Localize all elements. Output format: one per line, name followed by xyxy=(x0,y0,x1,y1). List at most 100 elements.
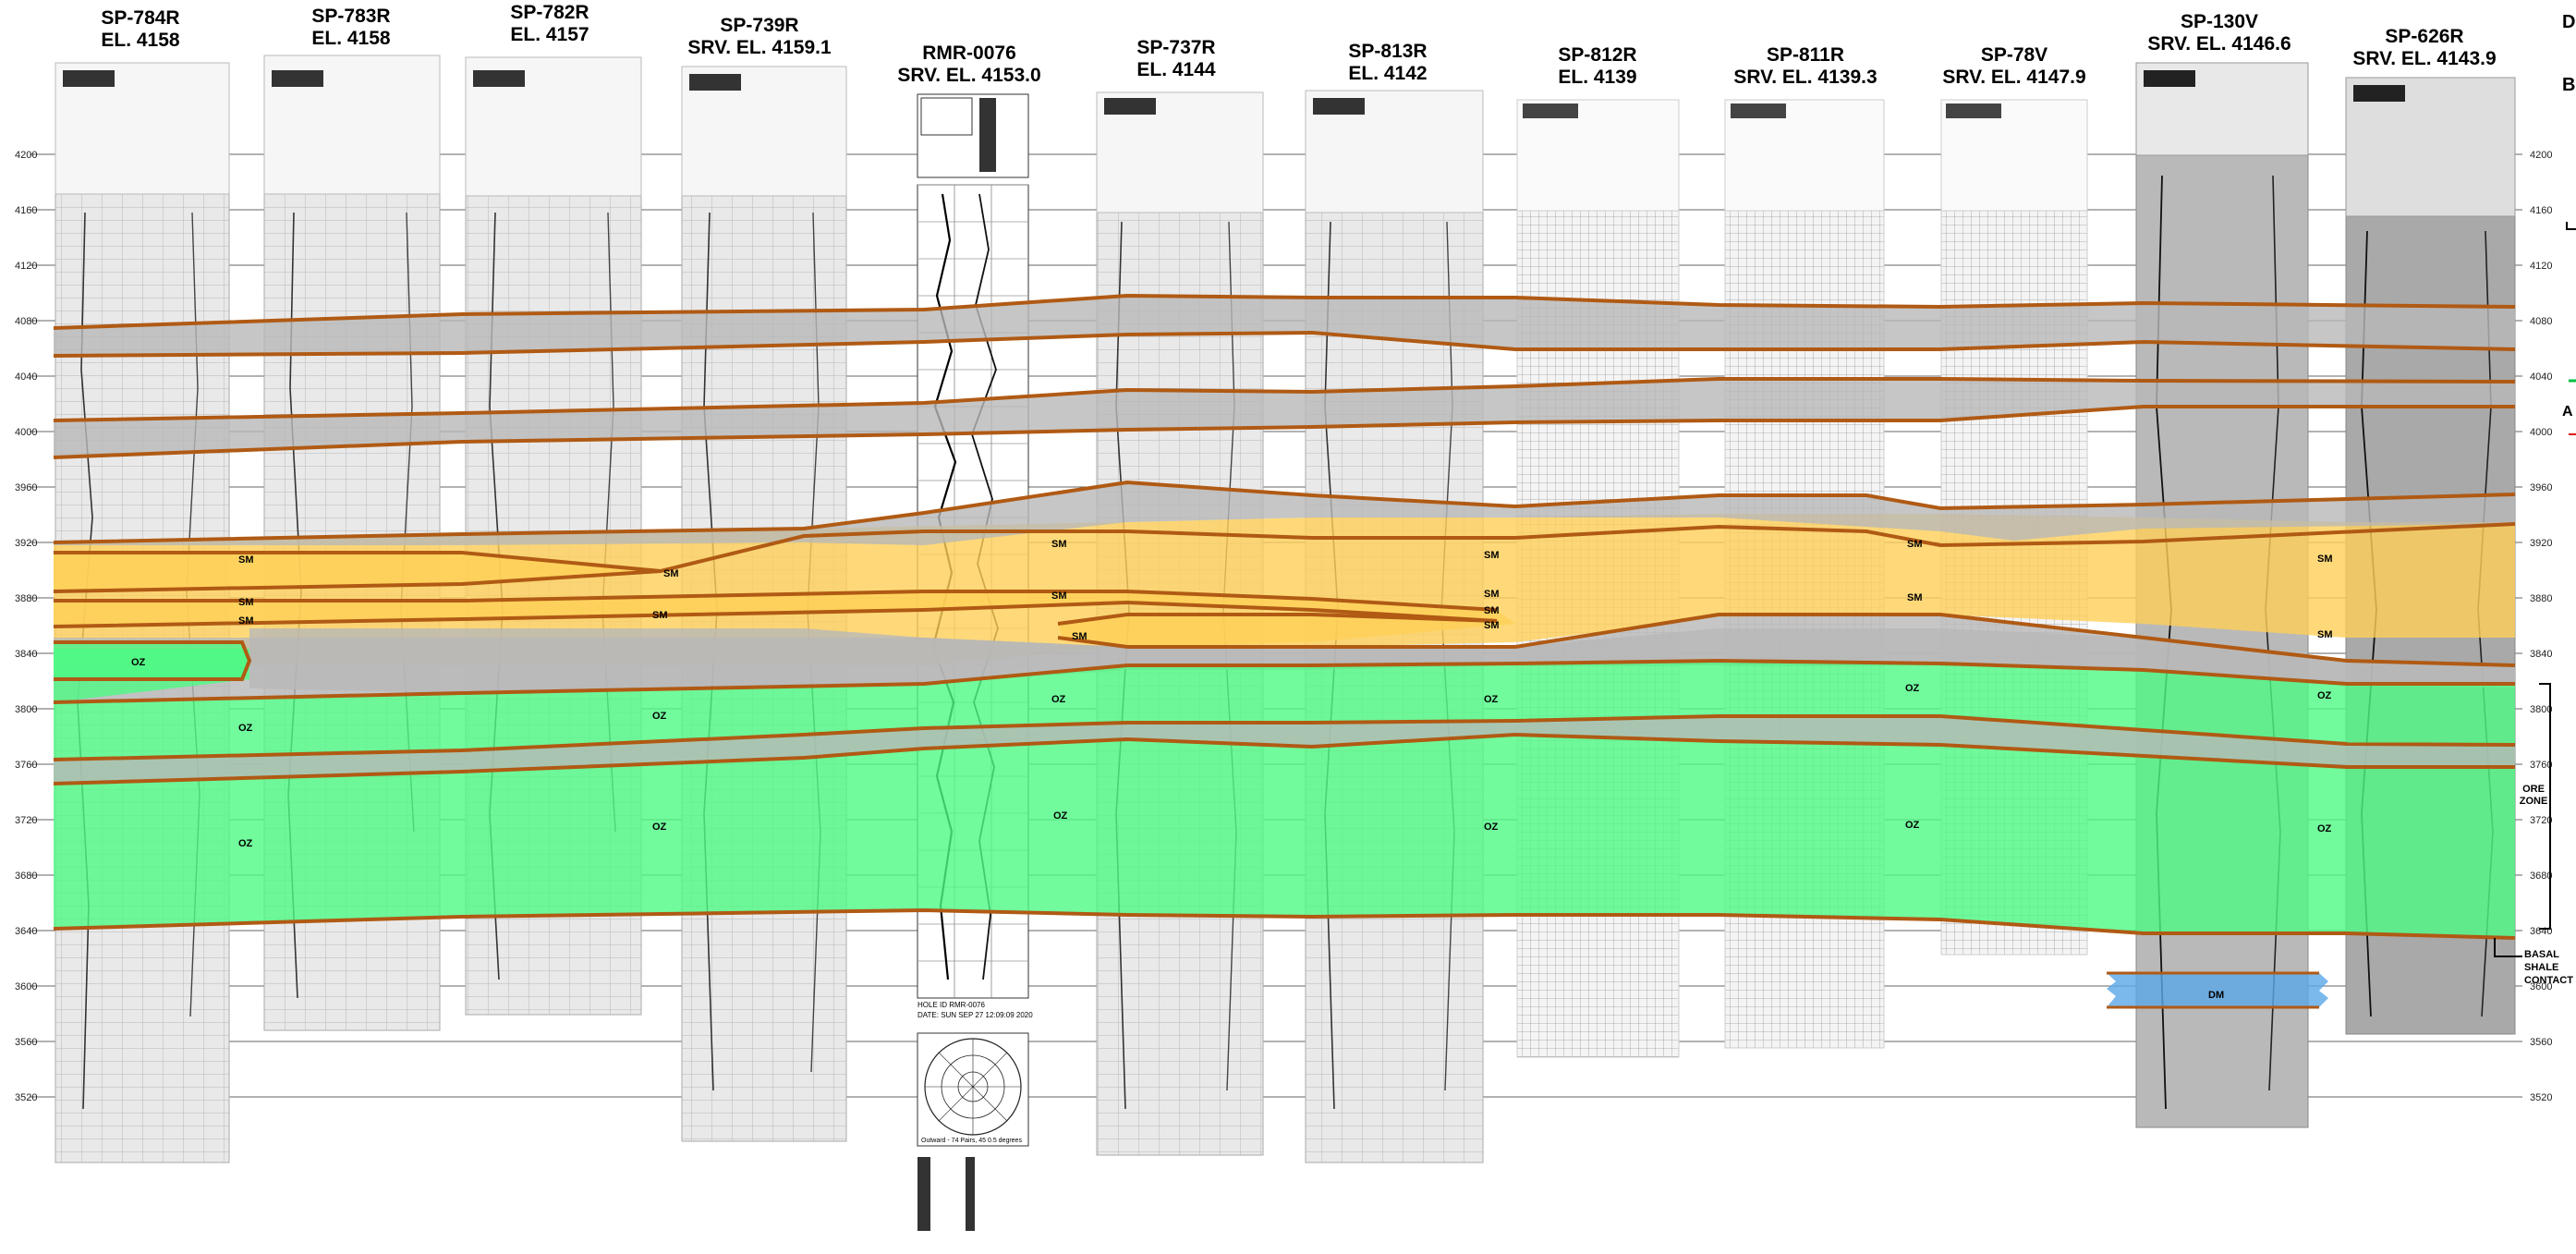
basal-label-line2: SHALE xyxy=(2524,962,2558,973)
zone-label-sm: SM xyxy=(1051,590,1067,602)
annotations: ORE ZONE BASAL SHALE CONTACT D B A xyxy=(2494,12,2576,986)
well-name: SP-812R xyxy=(1558,44,1636,66)
elevation-label: 3600 xyxy=(2530,981,2552,992)
elevation-label: 4200 xyxy=(15,150,37,161)
zone-labels: SM SM SM SM SM SM SM SM SM SM SM SM SM S… xyxy=(131,539,2333,1001)
sand-unit xyxy=(54,514,2515,665)
stratigraphic-units xyxy=(54,296,2515,1007)
well-name: SP-783R xyxy=(311,6,390,27)
elevation-label: 3840 xyxy=(15,649,37,660)
shale-band xyxy=(54,482,2515,545)
elevation-label: 3840 xyxy=(2530,649,2552,660)
zone-label-sm: SM xyxy=(1051,539,1067,550)
elevation-label: 4200 xyxy=(2530,150,2552,161)
ore-zone-bracket xyxy=(2539,683,2551,930)
elevation-label: 4160 xyxy=(2530,205,2552,216)
zone-label-oz: OZ xyxy=(2317,690,2332,701)
elevation-label: 3760 xyxy=(15,760,37,771)
zone-label-sm: SM xyxy=(1072,631,1088,642)
ore-zone-label-line2: ZONE xyxy=(2520,796,2548,807)
well-name: SP-784R xyxy=(101,7,179,29)
elevation-label: 3520 xyxy=(2530,1092,2552,1103)
elevation-label: 3640 xyxy=(2530,926,2552,937)
dolomite-unit xyxy=(2107,973,2328,1007)
zone-label-sm: SM xyxy=(1484,589,1500,600)
zone-label-oz: OZ xyxy=(238,838,253,849)
zone-label-sm: SM xyxy=(2317,554,2333,565)
well-name: SP-813R xyxy=(1348,41,1427,62)
zone-label-oz: OZ xyxy=(1905,683,1920,694)
well-elevation: EL. 4157 xyxy=(510,24,589,45)
elevation-label: 3960 xyxy=(15,482,37,493)
ore-lens xyxy=(54,642,249,679)
log-date: DATE: SUN SEP 27 12:09:09 2020 xyxy=(917,1011,1033,1019)
well-elevation: EL. 4158 xyxy=(311,28,391,49)
well-name: RMR-0076 xyxy=(922,43,1016,64)
zone-label-oz: OZ xyxy=(1053,810,1068,822)
well-name: SP-130V xyxy=(2181,11,2258,32)
basal-label-line3: CONTACT xyxy=(2524,975,2573,986)
stratigraphic-contacts xyxy=(53,293,2516,1009)
elevation-label: 3720 xyxy=(15,815,37,826)
elevation-label: 3800 xyxy=(2530,704,2552,715)
well-name: SP-739R xyxy=(720,15,798,36)
elevation-label: 4000 xyxy=(15,427,37,438)
elevation-label: 3920 xyxy=(2530,538,2552,549)
zone-label-sm: SM xyxy=(2317,629,2333,640)
zone-label-oz: OZ xyxy=(652,822,667,833)
well-elevation: SRV. EL. 4147.9 xyxy=(1942,67,2085,88)
zone-label-oz: OZ xyxy=(238,723,253,734)
elevation-label: 3800 xyxy=(15,704,37,715)
sand-lens xyxy=(54,591,1515,647)
log-hole-id: HOLE ID RMR-0076 xyxy=(917,1001,985,1009)
well-elevation: SRV. EL. 4139.3 xyxy=(1733,67,1877,88)
edge-label-a: A xyxy=(2562,404,2573,420)
well-elevation: EL. 4142 xyxy=(1348,63,1427,84)
elevation-label: 3600 xyxy=(15,981,37,992)
elevation-label: 3720 xyxy=(2530,815,2552,826)
well-name: SP-811R xyxy=(1767,44,1844,66)
elevation-label: 4040 xyxy=(15,371,37,383)
well-elevation: SRV. EL. 4153.0 xyxy=(897,65,1040,86)
elevation-scale-left: 4200 4160 4120 4080 4040 4000 3960 3920 … xyxy=(15,150,37,1103)
zone-label-sm: SM xyxy=(238,554,254,566)
elevation-label: 3920 xyxy=(15,538,37,549)
zone-label-oz: OZ xyxy=(1905,820,1920,831)
zone-label-oz: OZ xyxy=(652,711,667,722)
basal-label-line1: BASAL xyxy=(2524,949,2559,960)
elevation-label: 4080 xyxy=(2530,316,2552,327)
edge-label-b: B xyxy=(2562,75,2575,95)
well-name: SP-78V xyxy=(1981,44,2047,66)
zone-label-sm: SM xyxy=(1484,550,1500,561)
well-headers: SP-784R EL. 4158 SP-783R EL. 4158 SP-782… xyxy=(101,2,2496,88)
zone-label-sm: SM xyxy=(238,597,254,608)
elevation-label: 3880 xyxy=(2530,593,2552,604)
zone-label-oz: OZ xyxy=(1484,822,1499,833)
well-elevation: EL. 4139 xyxy=(1558,67,1636,88)
zone-label-sm: SM xyxy=(1484,605,1500,616)
elevation-label: 3640 xyxy=(15,926,37,937)
zone-label-sm: SM xyxy=(652,610,668,621)
zone-label-dm: DM xyxy=(2208,990,2224,1001)
zone-label-oz: OZ xyxy=(1051,694,1066,705)
edge-label-d: D xyxy=(2562,12,2575,32)
elevation-label: 4120 xyxy=(15,261,37,272)
elevation-label: 4040 xyxy=(2530,371,2552,383)
elevation-label: 3680 xyxy=(15,870,37,882)
elevation-label: 3880 xyxy=(15,593,37,604)
elevation-label: 4080 xyxy=(15,316,37,327)
elevation-label: 4160 xyxy=(15,205,37,216)
ore-zone-label-line1: ORE xyxy=(2522,784,2545,795)
zone-label-sm: SM xyxy=(1907,592,1923,603)
elevation-label: 4000 xyxy=(2530,427,2552,438)
zone-label-sm: SM xyxy=(1907,539,1923,550)
elevation-scale-right: 4200 4160 4120 4080 4040 4000 3960 3920 … xyxy=(2530,150,2552,1103)
zone-label-sm: SM xyxy=(1484,620,1500,631)
elevation-label: 3560 xyxy=(2530,1037,2552,1048)
zone-label-oz: OZ xyxy=(1484,694,1499,705)
well-elevation: EL. 4144 xyxy=(1136,59,1216,80)
well-name: SP-737R xyxy=(1136,37,1215,58)
zone-label-sm: SM xyxy=(663,568,679,579)
elevation-label: 3680 xyxy=(2530,870,2552,882)
well-elevation: EL. 4158 xyxy=(101,30,180,51)
